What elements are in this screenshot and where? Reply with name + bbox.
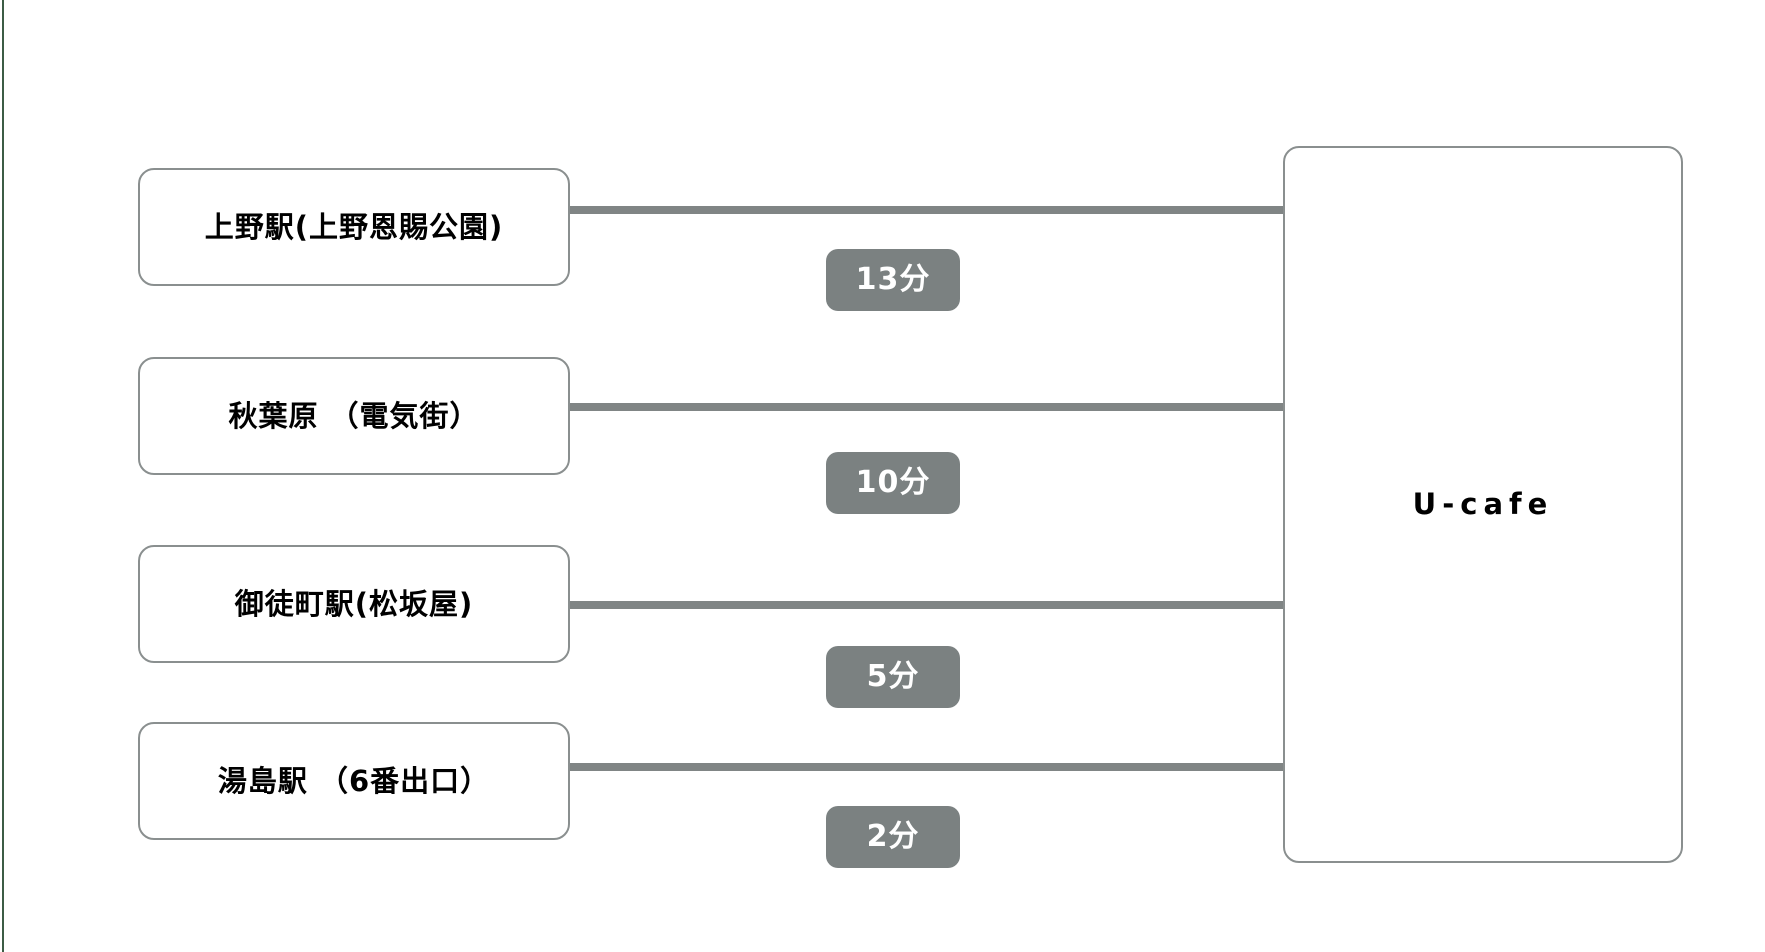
- left-accent-rule: [2, 0, 4, 952]
- duration-label: 13分: [855, 262, 931, 297]
- connector-line: [570, 403, 1283, 411]
- station-box-yushima: 湯島駅 （6番出口）: [138, 722, 570, 840]
- station-label: 秋葉原 （電気街）: [228, 398, 480, 433]
- duration-badge-okachimachi: 5分: [826, 646, 960, 708]
- destination-panel: U-cafe: [1283, 146, 1683, 863]
- duration-badge-yushima: 2分: [826, 806, 960, 868]
- station-label: 湯島駅 （6番出口）: [217, 763, 491, 798]
- connector-line: [570, 601, 1283, 609]
- station-label: 上野駅(上野恩賜公園): [204, 209, 504, 244]
- duration-label: 5分: [866, 659, 920, 694]
- duration-label: 10分: [855, 465, 931, 500]
- station-box-ueno: 上野駅(上野恩賜公園): [138, 168, 570, 286]
- connector-line: [570, 763, 1283, 771]
- station-box-okachimachi: 御徒町駅(松坂屋): [138, 545, 570, 663]
- destination-label: U-cafe: [1412, 487, 1554, 521]
- station-label: 御徒町駅(松坂屋): [234, 586, 474, 621]
- duration-badge-ueno: 13分: [826, 249, 960, 311]
- duration-label: 2分: [866, 819, 920, 854]
- duration-badge-akihabara: 10分: [826, 452, 960, 514]
- connector-line: [570, 206, 1283, 214]
- station-box-akihabara: 秋葉原 （電気街）: [138, 357, 570, 475]
